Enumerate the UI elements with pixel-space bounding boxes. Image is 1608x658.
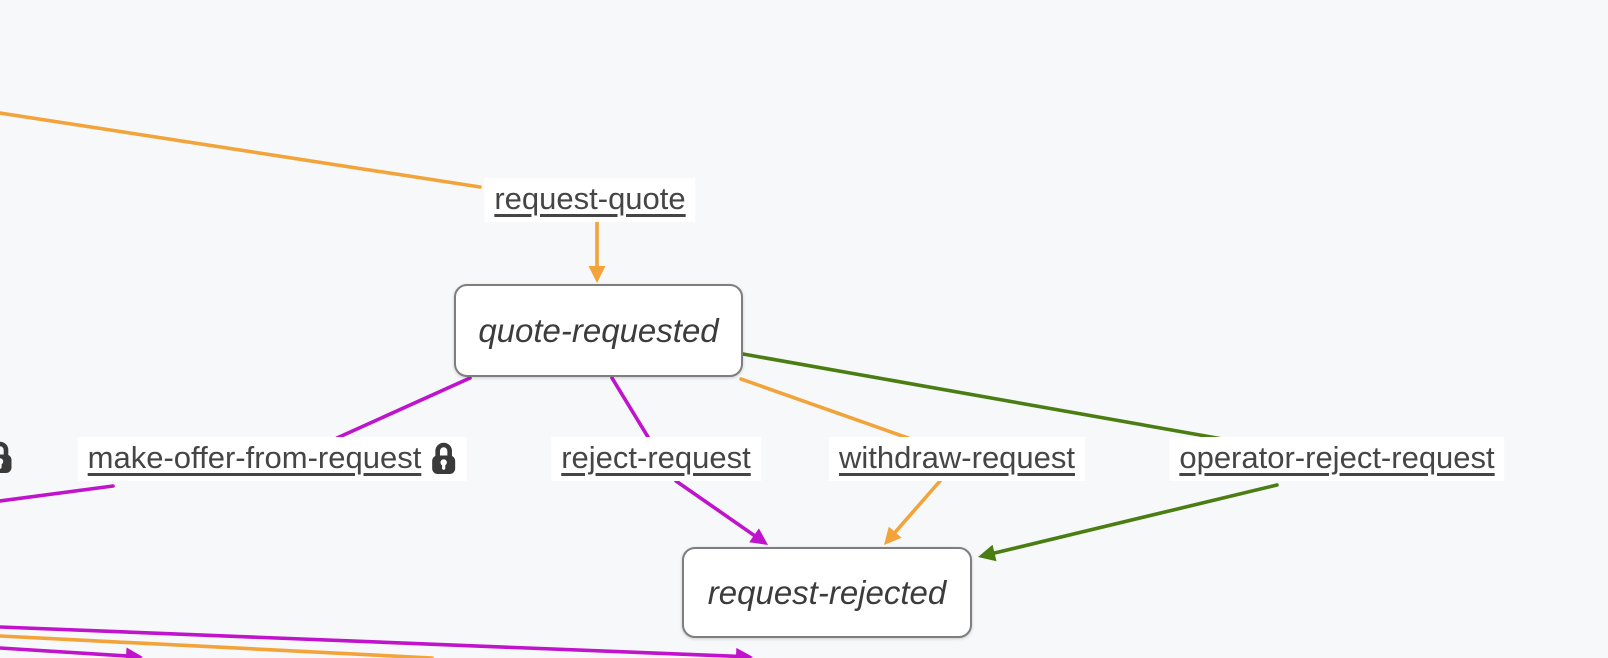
bottom-edge-magenta-lower (0, 646, 143, 658)
quote-requested-to-operator-reject-request (741, 352, 1230, 442)
bottom-edge-magenta-lower-arrowhead (125, 647, 143, 658)
state-quote-requested: quote-requested (454, 284, 743, 377)
request-quote-into-quote-requested (588, 220, 606, 283)
transition-operator-reject-request[interactable]: operator-reject-request (1169, 437, 1505, 481)
transition-operator-reject-request-text[interactable]: operator-reject-request (1179, 440, 1495, 475)
transition-request-quote[interactable]: request-quote (484, 178, 696, 222)
lock-icon (0, 441, 12, 473)
make-offer-from-request-out-left (0, 484, 115, 503)
state-request-rejected-label: request-rejected (707, 573, 947, 611)
transition-make-offer-from-request-text[interactable]: make-offer-from-request (87, 440, 422, 475)
transition-make-offer-from-request[interactable]: make-offer-from-request (77, 437, 467, 481)
operator-reject-request-into-request-rejected (978, 483, 1279, 562)
reject-request-into-request-rejected (674, 479, 768, 545)
state-quote-requested-label: quote-requested (478, 311, 719, 349)
withdraw-request-into-request-rejected (884, 479, 942, 545)
quote-requested-to-reject-request (610, 376, 650, 439)
edge-into-request-quote (0, 111, 482, 189)
transition-reject-request[interactable]: reject-request (551, 437, 761, 481)
operator-reject-request-into-request-rejected-arrowhead (978, 544, 997, 562)
reject-request-into-request-rejected-arrowhead (749, 528, 768, 545)
clipped-lock-icon (0, 440, 13, 479)
transition-withdraw-request[interactable]: withdraw-request (828, 437, 1086, 481)
bottom-edge-magenta-upper-arrowhead (735, 647, 753, 658)
request-quote-into-quote-requested-arrowhead (588, 266, 606, 283)
transition-withdraw-request-text[interactable]: withdraw-request (838, 440, 1076, 475)
transition-reject-request-text[interactable]: reject-request (561, 440, 751, 475)
withdraw-request-into-request-rejected-arrowhead (884, 526, 902, 545)
quote-requested-to-make-offer-from-request (335, 376, 472, 440)
transition-request-quote-text[interactable]: request-quote (494, 181, 686, 216)
state-request-rejected: request-rejected (682, 547, 972, 638)
bottom-edge-orange (0, 634, 434, 658)
quote-requested-to-withdraw-request (739, 377, 910, 440)
bottom-edge-magenta-upper (0, 625, 753, 658)
lock-icon (431, 442, 455, 474)
